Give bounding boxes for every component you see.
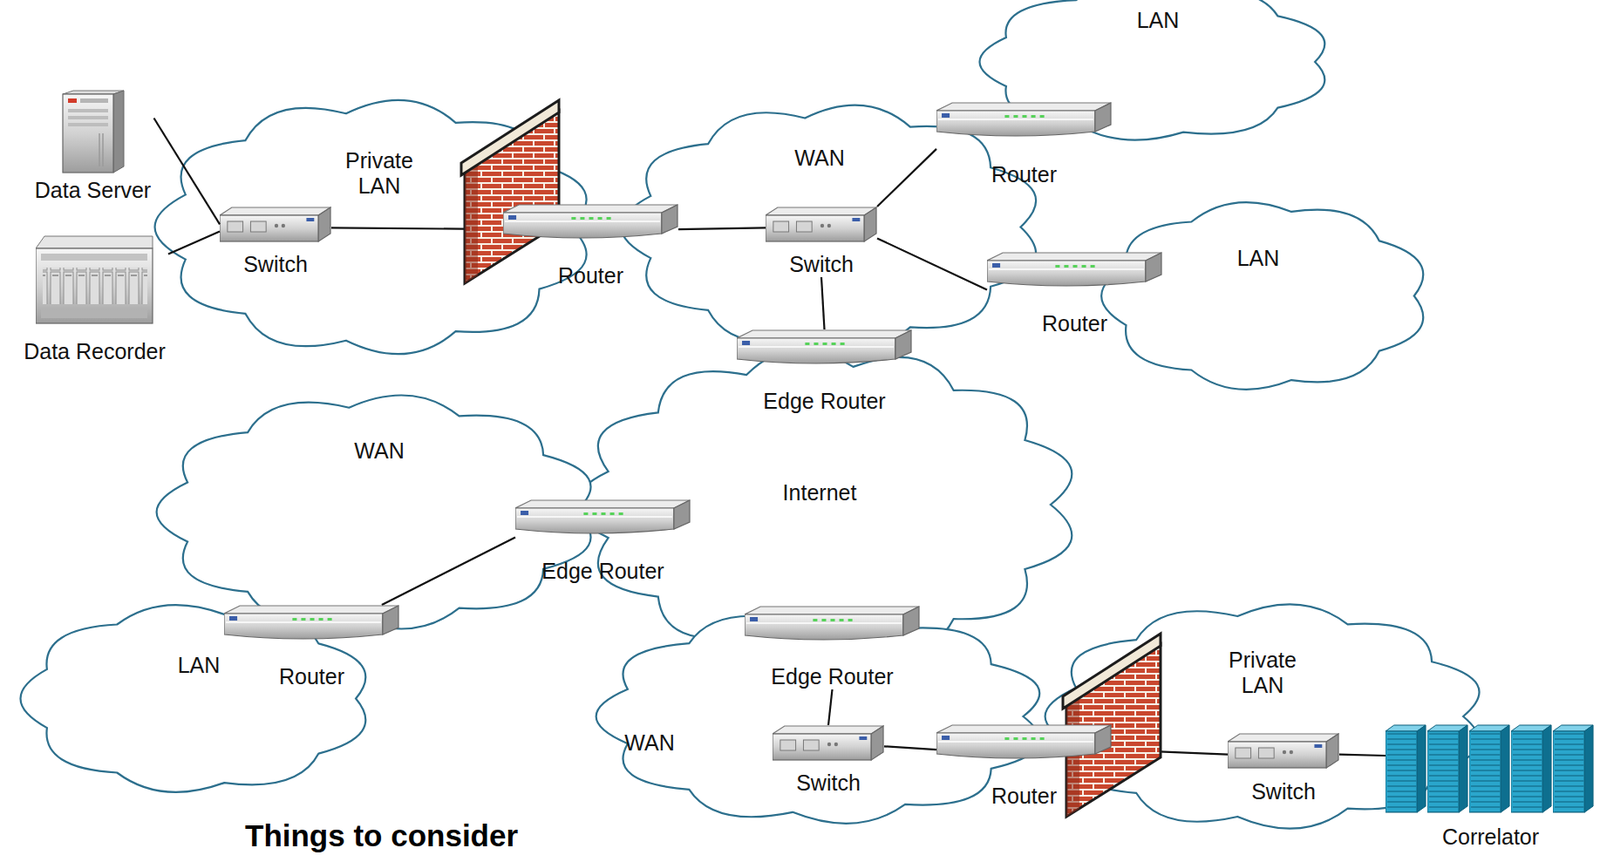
network-link (821, 277, 825, 330)
recorder-icon (35, 234, 154, 325)
network-link (1339, 755, 1386, 756)
router-icon (744, 605, 920, 643)
router-device: Edge Router (744, 605, 920, 690)
network-link (168, 231, 220, 254)
router-icon (936, 724, 1112, 762)
network-link (884, 746, 937, 750)
cloud-outline (1096, 198, 1435, 394)
node-label: Switch (1251, 779, 1316, 805)
router-device: Edge Router (736, 329, 913, 415)
router-device: Router (936, 724, 1112, 810)
switch-icon (219, 206, 332, 244)
router-icon (515, 499, 691, 537)
node-label: Router (558, 263, 624, 289)
node-label: Edge Router (762, 388, 886, 415)
network-cloud: WAN Switch (617, 102, 1047, 353)
switch-icon (772, 725, 885, 763)
network-link (154, 118, 221, 225)
router-icon (503, 204, 679, 241)
node-label: Router (279, 664, 345, 690)
node-label: Switch (789, 251, 854, 278)
firewall (461, 100, 559, 284)
router-device: Router (936, 102, 1112, 188)
node-label: Edge Router (541, 558, 664, 585)
network-link (678, 227, 766, 230)
switch-device: Switch (1227, 733, 1340, 805)
node-label: Private LAN (331, 148, 428, 199)
router-icon (736, 329, 913, 367)
node-label: Data Recorder (23, 339, 166, 365)
corr-device: Correlator (1385, 724, 1596, 851)
network-link (381, 537, 516, 606)
node-label: LAN (1237, 245, 1280, 272)
node-label: LAN (1137, 7, 1180, 34)
network-cloud: LAN (1096, 198, 1435, 394)
router-device: Edge Router (515, 499, 691, 585)
switch-device: Switch (219, 206, 332, 278)
switch-device: Switch (772, 725, 885, 797)
router-device: Router (503, 204, 679, 289)
node-label: Data Server (34, 177, 151, 204)
router-icon (224, 605, 400, 642)
router-icon (987, 251, 1163, 289)
server-device: Data Server (32, 89, 155, 204)
switch-device: Switch (765, 206, 878, 278)
node-label: WAN (794, 145, 845, 171)
node-label: Router (991, 783, 1057, 810)
node-label: Router (1041, 311, 1108, 337)
corr-icon (1385, 724, 1596, 814)
router-device: Router (224, 605, 400, 690)
node-label: Edge Router (770, 664, 893, 690)
node-label: WAN (354, 438, 404, 464)
node-label: Router (991, 162, 1057, 188)
network-link (828, 689, 833, 726)
node-label: Correlator (1442, 824, 1539, 851)
network-link (877, 238, 988, 290)
node-label: Switch (796, 770, 861, 797)
recorder-device: Data Recorder (20, 234, 169, 365)
network-link (877, 149, 937, 207)
node-label: Switch (243, 251, 308, 278)
router-icon (936, 102, 1112, 139)
node-label: Private LAN (1214, 647, 1311, 699)
switch-icon (765, 206, 878, 244)
router-device: Router (987, 251, 1163, 337)
switch-icon (1227, 733, 1340, 770)
node-label: Internet (782, 480, 858, 506)
node-label: LAN (177, 653, 221, 679)
server-icon (61, 89, 125, 174)
slide-heading: Things to consider (245, 820, 518, 852)
node-label: WAN (624, 730, 675, 756)
